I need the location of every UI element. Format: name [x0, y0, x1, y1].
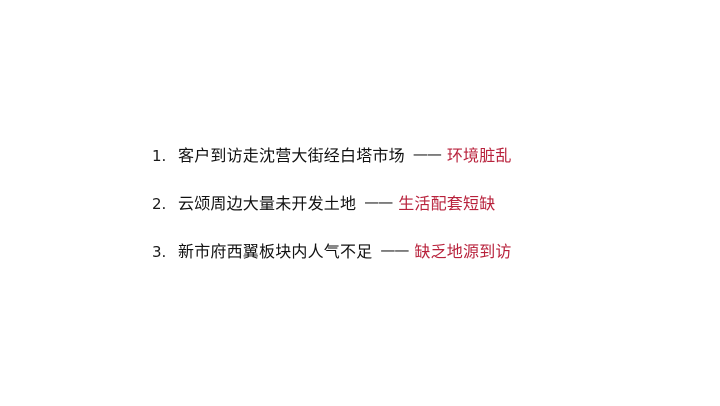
list-item-number: 2. — [152, 195, 167, 213]
list-item-text: 云颂周边大量未开发土地 — [178, 194, 357, 213]
list-item-separator: —— — [364, 193, 393, 211]
list-item: 3. 新市府西翼板块内人气不足 —— 缺乏地源到访 — [152, 238, 672, 262]
list-item-accent: 生活配套短缺 — [398, 194, 496, 213]
numbered-list: 1. 客户到访走沈营大街经白塔市场 —— 环境脏乱 2. 云颂周边大量未开发土地… — [152, 142, 672, 262]
list-item: 2. 云颂周边大量未开发土地 —— 生活配套短缺 — [152, 190, 672, 214]
list-item-accent: 缺乏地源到访 — [414, 242, 512, 261]
list-item-text: 新市府西翼板块内人气不足 — [178, 242, 373, 261]
list-item-number: 1. — [152, 147, 167, 165]
list-item-text: 客户到访走沈营大街经白塔市场 — [178, 146, 405, 165]
list-item-separator: —— — [412, 145, 442, 163]
list-item-accent: 环境脏乱 — [446, 146, 512, 165]
list-item: 1. 客户到访走沈营大街经白塔市场 —— 环境脏乱 — [152, 142, 672, 166]
list-item-number: 3. — [152, 243, 167, 261]
list-item-separator: —— — [380, 241, 409, 259]
